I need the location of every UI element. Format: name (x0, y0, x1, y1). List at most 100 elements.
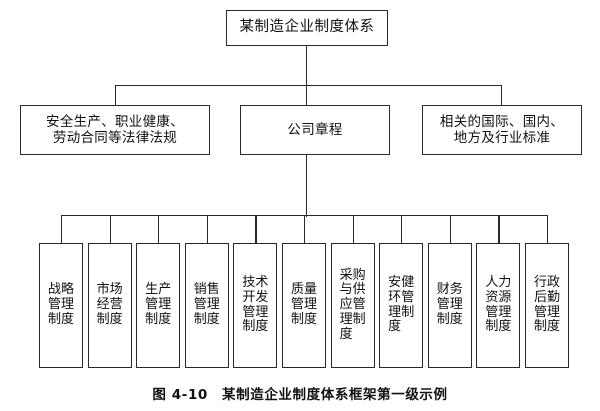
label-char: 人 (485, 275, 499, 291)
label-char: 制 (96, 311, 110, 327)
node-level3-8: 财务管理制度 (427, 243, 472, 368)
label-char: 务 (449, 282, 463, 298)
connector-level3-drop-4 (255, 215, 257, 243)
connector-level3-drop-7 (401, 215, 403, 243)
label-char: 发 (255, 289, 269, 305)
node-level3-9: 人力资源管理制度 (476, 243, 521, 368)
node-level3-1: 市场经营制度 (87, 243, 132, 368)
label-char: 管 (401, 289, 415, 305)
node-root-label: 某制造企业制度体系 (239, 19, 375, 36)
label-char: 管 (47, 297, 61, 313)
label-char: 理 (547, 304, 561, 320)
label-char: 理 (158, 297, 172, 313)
connector-level3-drop-9 (498, 215, 500, 243)
label-char: 制 (352, 311, 366, 327)
node-level3-0: 战略管理制度 (39, 243, 83, 368)
label-char: 管 (193, 297, 207, 313)
label-char: 与 (339, 282, 353, 298)
label-char: 量 (304, 282, 318, 298)
label-char: 管 (533, 304, 547, 320)
label-char: 理 (498, 304, 512, 320)
label-char: 后 (533, 289, 547, 305)
node-level3-4-label: 技术开发管理制度 (242, 275, 269, 335)
label-char: 制 (242, 319, 256, 335)
label-char: 制 (145, 311, 159, 327)
node-level3-1-label: 市场经营制度 (97, 283, 123, 327)
node-level3-3-label: 销售管理制度 (194, 283, 220, 327)
label-char: 应 (339, 297, 353, 313)
node-level3-0-label: 战略管理制度 (48, 283, 74, 327)
label-char: 购 (352, 267, 366, 283)
label-char: 度 (255, 319, 269, 335)
label-char: 制 (485, 319, 499, 335)
node-level2-articles-label: 公司章程 (287, 121, 343, 138)
label-char: 度 (547, 319, 561, 335)
label-char: 采 (339, 267, 353, 283)
label-char: 度 (449, 311, 463, 327)
node-root: 某制造企业制度体系 (226, 10, 388, 46)
label-char: 市 (96, 282, 110, 298)
node-level3-7: 安健环管理制度 (379, 243, 424, 368)
label-char: 理 (61, 297, 75, 313)
connector-level2-bus (115, 85, 502, 87)
node-level3-6-label: 采购与供应管理制度 (339, 267, 366, 342)
label-char: 略 (61, 282, 75, 298)
label-char: 理 (339, 311, 353, 327)
label-char: 理 (206, 297, 220, 313)
node-level2-laws-label: 安全生产、职业健康、 劳动合同等法律法规 (46, 113, 184, 146)
label-char: 制 (290, 311, 304, 327)
node-level3-5-label: 质量管理制度 (291, 283, 317, 327)
connector-level3-drop-6 (352, 215, 354, 243)
label-char: 管 (485, 304, 499, 320)
label-char: 环 (388, 289, 402, 305)
label-char: 财 (436, 282, 450, 298)
label-char: 管 (436, 297, 450, 313)
label-char: 行 (533, 275, 547, 291)
label-char: 度 (339, 326, 353, 342)
label-char: 开 (242, 289, 256, 305)
node-level3-4: 技术开发管理制度 (233, 243, 278, 368)
label-char: 理 (304, 297, 318, 313)
connector-level2-drop-2 (501, 85, 503, 105)
connector-level3-drop-8 (449, 215, 452, 243)
label-char: 理 (449, 297, 463, 313)
label-char: 场 (109, 282, 123, 298)
label-char: 制 (401, 304, 415, 320)
label-char: 度 (109, 311, 123, 327)
node-level3-10: 行政后勤管理制度 (525, 243, 569, 368)
label-char: 营 (109, 297, 123, 313)
connector-level2-drop-0 (115, 85, 117, 105)
node-level2-standards: 相关的国际、国内、 地方及行业标准 (422, 105, 582, 155)
label-char: 源 (498, 289, 512, 305)
connector-level3-drop-5 (304, 215, 306, 243)
node-level3-2-label: 生产管理制度 (145, 283, 171, 327)
node-level3-6: 采购与供应管理制度 (330, 243, 375, 368)
label-char: 销 (193, 282, 207, 298)
connector-level3-stem (306, 155, 308, 217)
label-char: 度 (206, 311, 220, 327)
node-level3-7-label: 安健环管理制度 (388, 275, 415, 335)
label-char: 经 (96, 297, 110, 313)
figure-caption: 图 4-10 某制造企业制度体系框架第一级示例 (152, 387, 448, 403)
label-char: 管 (145, 297, 159, 313)
label-char: 度 (388, 319, 402, 335)
label-char: 制 (533, 319, 547, 335)
node-level3-9-label: 人力资源管理制度 (485, 275, 512, 335)
label-char: 管 (352, 297, 366, 313)
connector-level3-drop-3 (206, 215, 209, 243)
node-level2-articles: 公司章程 (240, 105, 390, 155)
label-char: 度 (61, 311, 75, 327)
node-level3-3: 销售管理制度 (184, 243, 229, 368)
label-char: 生 (145, 282, 159, 298)
connector-level3-drop-0 (61, 215, 63, 243)
connector-level3-drop-10 (547, 215, 549, 243)
label-char: 政 (547, 275, 561, 291)
label-char: 健 (401, 275, 415, 291)
label-char: 度 (498, 319, 512, 335)
label-char: 制 (47, 311, 61, 327)
connector-level3-drop-1 (109, 215, 111, 243)
label-char: 供 (352, 282, 366, 298)
label-char: 技 (242, 275, 256, 291)
label-char: 制 (436, 311, 450, 327)
